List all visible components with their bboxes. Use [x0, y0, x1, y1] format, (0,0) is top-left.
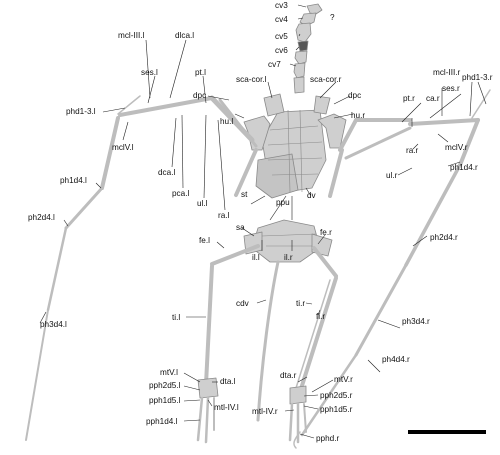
label-ra-left: ra.l — [218, 211, 230, 220]
label-st: st — [241, 190, 248, 199]
tibia-right-bone — [298, 276, 338, 394]
label-ph4d4-right: ph4d4.r — [382, 355, 410, 364]
label-ppu: ppu — [276, 198, 290, 207]
label-ti-left: ti.l — [172, 313, 180, 322]
femur-right-bone — [312, 246, 338, 278]
label-dta-left: dta.l — [220, 377, 236, 386]
label-pca-left: pca.l — [172, 189, 189, 198]
label-cv5: cv5 — [275, 32, 288, 41]
label-ti-right: ti.r — [296, 299, 305, 308]
label-phd1-3-left: phd1-3.l — [66, 107, 96, 116]
label-sa: sa — [236, 223, 245, 232]
label-phd1-3-right: phd1-3.r — [462, 73, 493, 82]
label-dv: dv — [307, 191, 317, 200]
label-cdv: cdv — [236, 299, 250, 308]
label-cv3: cv3 — [275, 1, 288, 10]
right-foot — [288, 385, 307, 449]
label-ph3d4-left: ph3d4.l — [40, 320, 67, 329]
label-mtl-iv-right: mtl-IV.r — [252, 407, 278, 416]
label-ph2d4-right: ph2d4.r — [430, 233, 458, 242]
skeleton — [25, 3, 491, 449]
cervical-vertebrae — [293, 3, 323, 94]
label-dpc-right: dpc — [348, 91, 361, 100]
tibia-left-bone — [204, 264, 214, 386]
labels: cv3 cv4 ? cv5 cv6 cv7 mcl-III.l dlca.l s… — [28, 1, 493, 443]
label-dca-left: dca.l — [158, 168, 175, 177]
label-ul-right: ul.r — [386, 171, 398, 180]
label-fi-right: fi.r — [316, 312, 325, 321]
label-pph2d5-right: pph2d5.r — [320, 391, 353, 400]
left-wing — [25, 95, 258, 441]
label-ph1d4-left: ph1d4.l — [60, 176, 87, 185]
fibula-right-bone — [295, 279, 331, 389]
label-pt-left: pt.l — [195, 68, 206, 77]
label-mclv-left: mclV.l — [112, 143, 134, 152]
label-pph2d5-left: pph2d5.l — [149, 381, 181, 390]
label-mcl-iii-right: mcl-III.r — [433, 68, 461, 77]
label-ca-right: ca.r — [426, 94, 440, 103]
label-fe-left: fe.l — [199, 236, 210, 245]
label-cv4: cv4 — [275, 15, 288, 24]
label-cv6: cv6 — [275, 46, 288, 55]
label-ses-left: ses.l — [141, 68, 158, 77]
label-mtv-left: mtV.l — [160, 368, 178, 377]
label-hu-left: hu.l — [220, 117, 233, 126]
thorax — [255, 93, 331, 199]
label-dta-right: dta.r — [280, 371, 297, 380]
label-pphd-right: pphd.r — [316, 434, 339, 443]
label-mtl-iv-left: mtl-IV.l — [214, 403, 239, 412]
label-mtv-right: mtV.r — [334, 375, 353, 384]
label-pt-right: pt.r — [403, 94, 415, 103]
label-pph1d4-left: pph1d4.l — [146, 417, 178, 426]
label-pph1d5-left: pph1d5.l — [149, 396, 181, 405]
label-mclv-right: mclV.r — [445, 143, 468, 152]
label-cv7: cv7 — [268, 60, 281, 69]
label-fe-right: fe.r — [320, 228, 332, 237]
left-foot — [196, 377, 219, 444]
label-ses-right: ses.r — [442, 84, 460, 93]
label-ph3d4-right: ph3d4.r — [402, 317, 430, 326]
label-mcl-iii-left: mcl-III.l — [118, 31, 145, 40]
label-pph1d5-right: pph1d5.r — [320, 405, 353, 414]
label-il-left: il.l — [252, 253, 260, 262]
label-unknown: ? — [330, 13, 335, 22]
label-ph1d4-right: ph1d4.r — [450, 163, 478, 172]
femur-left-bone — [210, 244, 260, 266]
scale-bar — [408, 430, 486, 434]
label-ph2d4-left: ph2d4.l — [28, 213, 55, 222]
label-dpc-left: dpc — [193, 91, 206, 100]
label-dlca-left: dlca.l — [175, 31, 194, 40]
label-il-right: il.r — [284, 253, 293, 262]
right-wing — [300, 89, 491, 437]
leader-lines — [39, 4, 487, 439]
label-ra-right: ra.r — [406, 146, 419, 155]
label-sca-cor-right: sca-cor.r — [310, 75, 342, 84]
label-ul-left: ul.l — [197, 199, 208, 208]
label-hu-right: hu.r — [351, 111, 365, 120]
caudal-vertebrae-bone — [256, 260, 280, 422]
label-sca-cor-left: sca-cor.l — [236, 75, 267, 84]
